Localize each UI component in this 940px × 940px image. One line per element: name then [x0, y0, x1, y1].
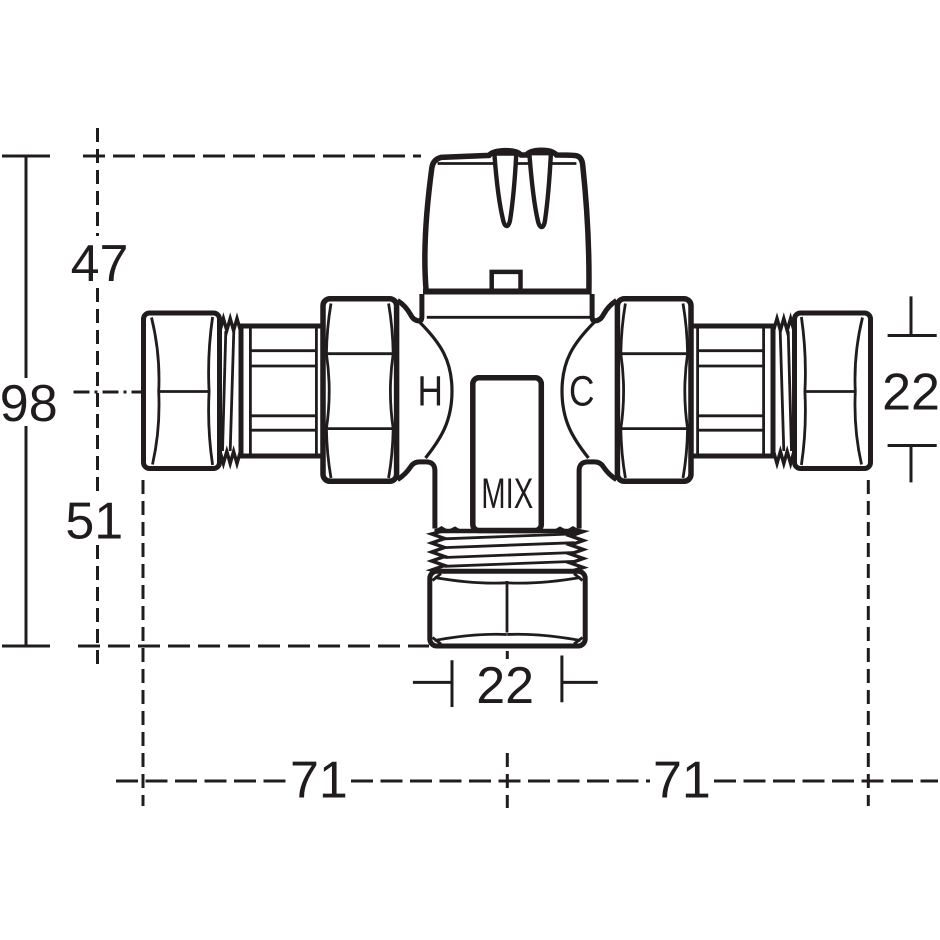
svg-text:51: 51	[65, 493, 123, 551]
svg-text:71: 71	[653, 752, 711, 810]
svg-text:22: 22	[476, 657, 534, 715]
svg-text:47: 47	[71, 235, 129, 293]
svg-text:98: 98	[0, 375, 58, 433]
svg-text:22: 22	[882, 364, 940, 422]
svg-text:C: C	[569, 367, 594, 415]
svg-text:H: H	[417, 367, 442, 415]
svg-text:MIX: MIX	[481, 469, 533, 517]
svg-text:71: 71	[290, 752, 348, 810]
